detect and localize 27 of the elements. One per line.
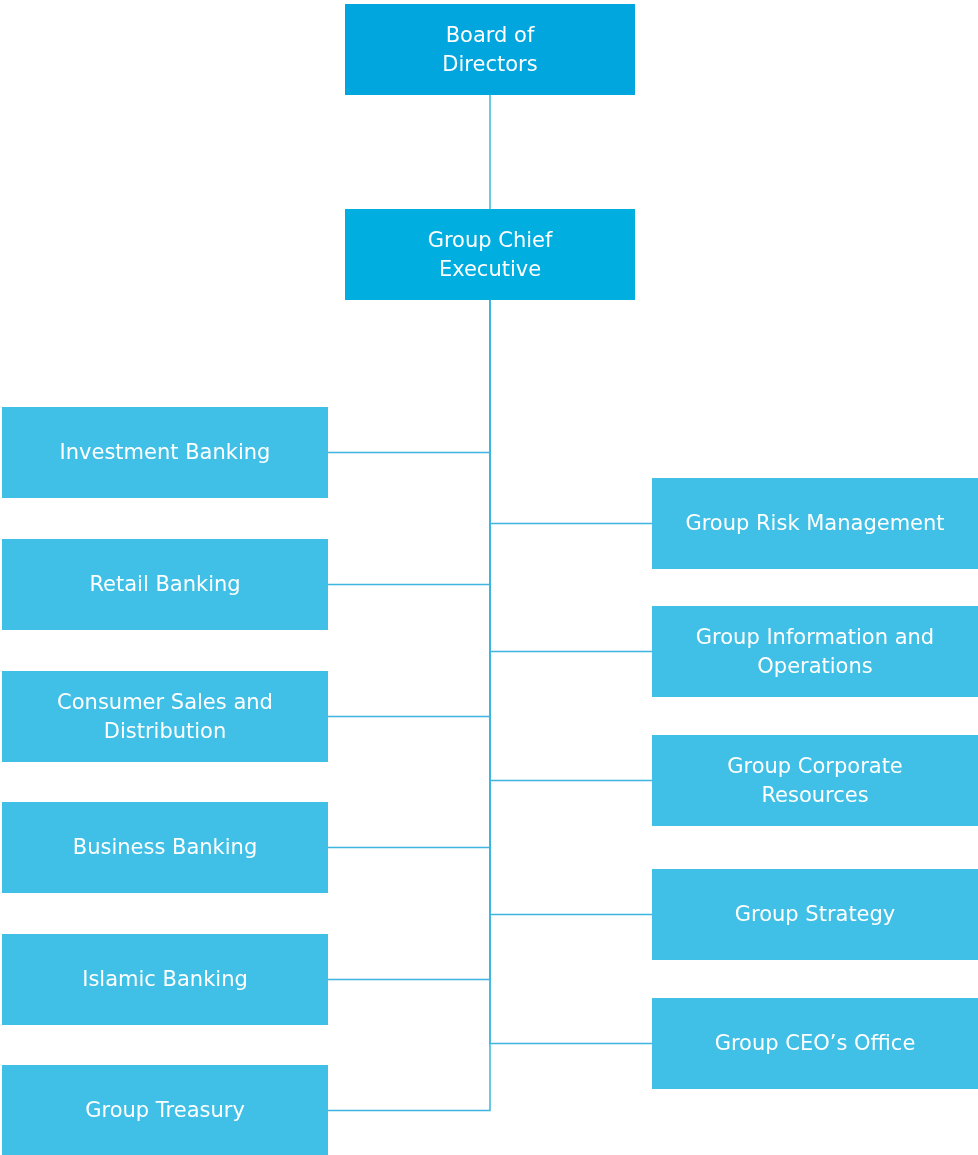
org-box xyxy=(2,1065,328,1155)
org-box xyxy=(2,671,328,762)
org-box xyxy=(345,4,635,95)
connector-line xyxy=(489,94,491,210)
box-label: Group Treasury xyxy=(85,1097,245,1124)
box-label: Group CEO’s Office xyxy=(714,1030,916,1057)
box-label: Consumer Sales and Distribution xyxy=(56,688,274,745)
box-label: Group Strategy xyxy=(734,901,896,928)
org-box xyxy=(652,478,978,569)
org-box xyxy=(652,869,978,960)
box-label: Islamic Banking xyxy=(82,966,248,993)
box-label: Investment Banking xyxy=(59,439,271,466)
org-box xyxy=(652,998,978,1089)
org-box xyxy=(2,407,328,498)
org-box xyxy=(2,934,328,1025)
org-box xyxy=(2,802,328,893)
box-label: Group Corporate Resources xyxy=(726,752,904,809)
box-label: Board of Directors xyxy=(441,21,539,78)
box-label: Group Risk Management xyxy=(685,510,945,537)
org-box xyxy=(345,209,635,300)
box-label: Business Banking xyxy=(72,834,258,861)
org-box xyxy=(652,735,978,826)
box-label: Group Information and Operations xyxy=(694,623,936,680)
org-box xyxy=(2,539,328,630)
org-box xyxy=(652,606,978,697)
box-label: Group Chief Executive xyxy=(426,226,554,283)
box-label: Retail Banking xyxy=(89,571,241,598)
